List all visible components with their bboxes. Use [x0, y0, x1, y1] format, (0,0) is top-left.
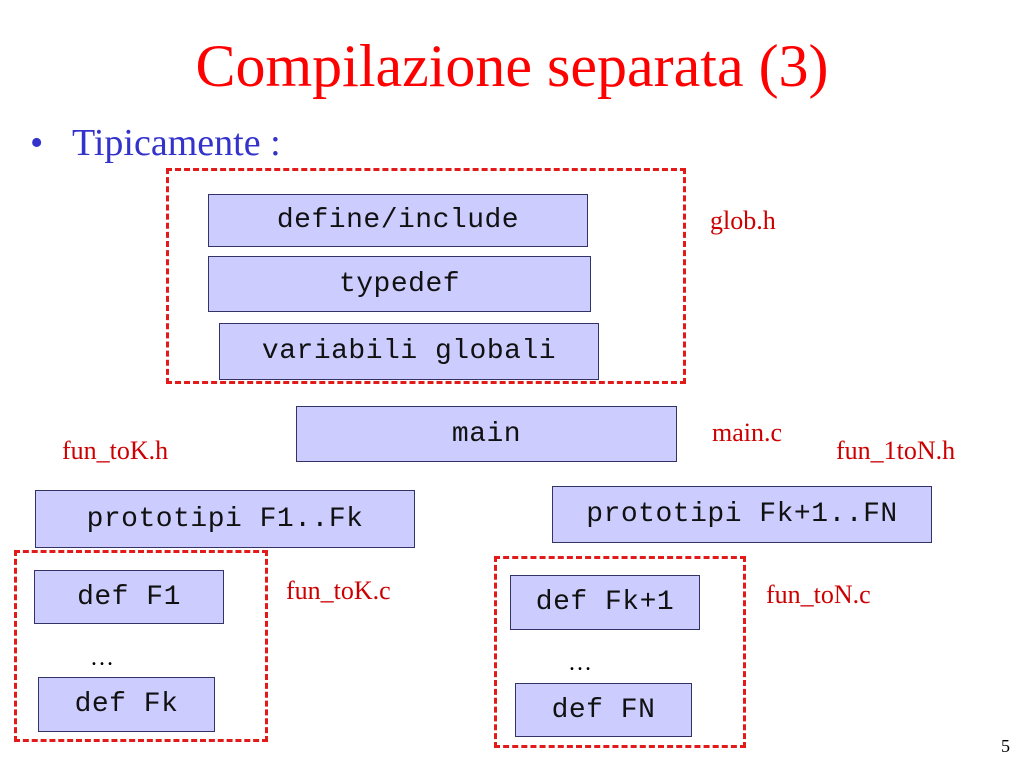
fun-1ton-h-label: fun_1toN.h [836, 436, 956, 465]
left-ellipsis: … [90, 645, 114, 671]
prototipi-fk1-fn-box: prototipi Fk+1..FN [552, 486, 932, 543]
glob-h-label: glob.h [710, 206, 776, 235]
glob-h-dashed-frame [166, 168, 686, 384]
def-fk1-box: def Fk+1 [510, 575, 700, 630]
define-include-box: define/include [208, 194, 588, 247]
fun-ton-c-label: fun_toN.c [766, 580, 871, 609]
right-ellipsis: … [568, 650, 592, 676]
bullet-item: • Tipicamente : [30, 118, 281, 168]
page-number: 5 [1001, 736, 1010, 756]
def-f1-box: def F1 [34, 570, 224, 624]
fun-tok-c-label: fun_toK.c [286, 576, 391, 605]
main-box: main [296, 406, 677, 462]
fun-tok-c-dashed-frame [14, 550, 268, 742]
prototipi-f1-fk-box: prototipi F1..Fk [35, 490, 415, 548]
bullet-text: Tipicamente : [72, 122, 281, 164]
fun-ton-c-dashed-frame [494, 556, 746, 748]
typedef-box: typedef [208, 256, 591, 312]
variabili-globali-box: variabili globali [219, 323, 599, 380]
def-fn-box: def FN [515, 683, 692, 737]
slide-title: Compilazione separata (3) [195, 33, 829, 99]
main-c-label: main.c [712, 418, 783, 447]
fun-tok-h-label: fun_toK.h [62, 436, 169, 465]
bullet-dot: • [30, 122, 44, 164]
def-fk-box: def Fk [38, 677, 215, 732]
